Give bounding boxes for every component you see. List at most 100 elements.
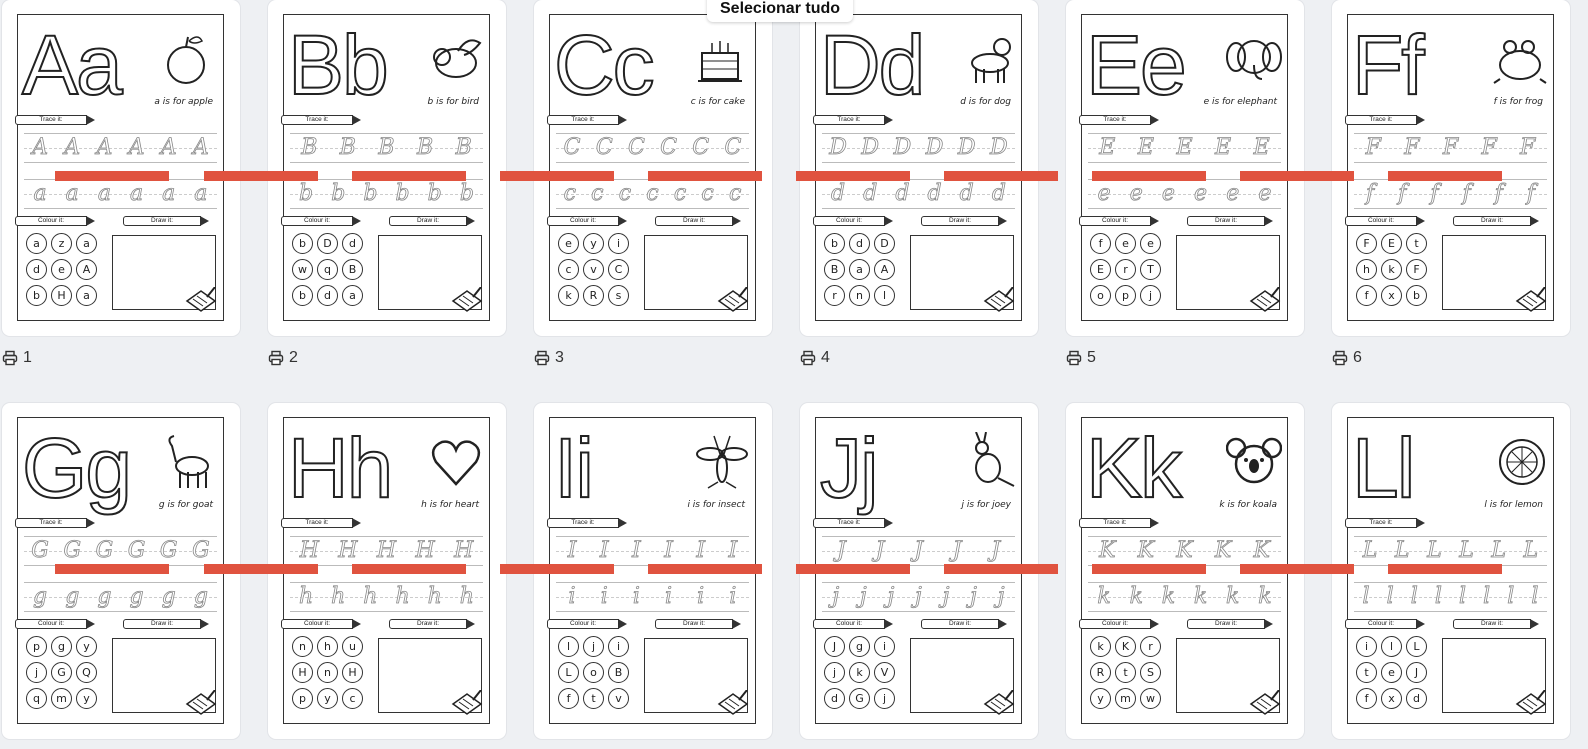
- red-bar: [1240, 171, 1354, 181]
- trace-letter: k: [1226, 584, 1240, 610]
- letter-circle: d: [1406, 688, 1427, 709]
- colour-pencil: Colour it:: [15, 216, 95, 226]
- print-icon: [800, 350, 816, 366]
- letter-circle: o: [583, 662, 604, 683]
- letter-circle: f: [1356, 285, 1377, 306]
- picture-caption: a is for apple: [154, 97, 213, 107]
- trace-letter: A: [160, 135, 177, 161]
- trace-letter: d: [991, 181, 1006, 207]
- colour-pencil-label: Colour it:: [303, 217, 330, 224]
- page-number[interactable]: 5: [1066, 348, 1096, 368]
- page-number[interactable]: 4: [800, 348, 830, 368]
- letter-circle: D: [317, 233, 338, 254]
- dog-picture: [960, 29, 1016, 87]
- letter-circle: q: [26, 688, 47, 709]
- trace-letter: K: [1137, 538, 1155, 564]
- trace-letter: c: [618, 181, 632, 207]
- trace-letter: C: [724, 135, 742, 161]
- page-number[interactable]: 3: [534, 348, 564, 368]
- letter-circle: p: [1115, 285, 1136, 306]
- trace-letter: l: [1434, 584, 1443, 610]
- letter-circle: y: [317, 688, 338, 709]
- trace-pencil-label: Trace it:: [837, 519, 861, 526]
- page-number[interactable]: 2: [268, 348, 298, 368]
- trace-letter: D: [861, 135, 880, 161]
- trace-letter: E: [1215, 135, 1232, 161]
- trace-letter: l: [1386, 584, 1394, 610]
- letter-circle: g: [51, 636, 72, 657]
- trace-pencil-label: Trace it:: [1369, 519, 1393, 526]
- red-bar: [944, 564, 1058, 574]
- letter-pair: Gg: [21, 421, 133, 515]
- letter-circle: p: [26, 636, 47, 657]
- trace-letter: h: [459, 584, 474, 610]
- trace-pencil-label: Trace it:: [1103, 519, 1127, 526]
- trace-letter: g: [33, 584, 48, 610]
- letter-pair: Kk: [1085, 421, 1183, 515]
- draw-pencil-label: Draw it:: [150, 620, 174, 627]
- trace-letter: B: [301, 135, 318, 161]
- letter-circle: a: [849, 259, 870, 280]
- trace-letter: A: [32, 135, 49, 161]
- red-bar: [1240, 564, 1354, 574]
- trace-letter: L: [1491, 538, 1506, 564]
- letter-circle: u: [342, 636, 363, 657]
- trace-letter: e: [1129, 181, 1143, 207]
- draw-box: [1442, 235, 1547, 312]
- colour-pencil: Colour it:: [1345, 619, 1425, 629]
- colour-pencil-label: Colour it:: [835, 217, 862, 224]
- select-all-tooltip[interactable]: Selecionar tudo: [707, 0, 854, 22]
- letter-circle: o: [1090, 285, 1111, 306]
- draw-pencil: Draw it:: [389, 216, 475, 226]
- page-number[interactable]: 1: [2, 348, 32, 368]
- notepad-icon: [717, 689, 749, 716]
- draw-pencil: Draw it:: [921, 216, 1007, 226]
- trace-letter: e: [1161, 181, 1175, 207]
- trace-letter: i: [600, 584, 608, 610]
- page-number[interactable]: 6: [1332, 348, 1362, 368]
- letter-circle: t: [1406, 233, 1427, 254]
- letter-circle: R: [1090, 662, 1111, 683]
- colour-pencil: Colour it:: [547, 619, 627, 629]
- trace-letter: i: [632, 584, 640, 610]
- print-icon: [534, 350, 550, 366]
- bird-picture: [428, 29, 484, 87]
- trace-letter: J: [952, 538, 962, 564]
- draw-pencil: Draw it:: [655, 619, 741, 629]
- frog-picture: [1492, 29, 1548, 87]
- trace-pencil-label: Trace it:: [39, 519, 63, 526]
- letter-circle: D: [874, 233, 895, 254]
- letter-circle: L: [558, 662, 579, 683]
- letter-circle: e: [51, 259, 72, 280]
- letter-circle: e: [1381, 662, 1402, 683]
- letter-pair: Cc: [553, 18, 656, 112]
- trace-pencil-label: Trace it:: [1369, 116, 1393, 123]
- letter-circle: a: [342, 285, 363, 306]
- trace-letter: L: [1362, 538, 1378, 564]
- trace-letter: F: [1404, 135, 1420, 161]
- draw-box: [1442, 638, 1547, 715]
- letter-circle: T: [1140, 259, 1161, 280]
- trace-letter: d: [959, 181, 974, 207]
- page-number-label: 6: [1353, 349, 1362, 366]
- trace-letter: b: [299, 181, 314, 207]
- letter-circle: y: [76, 636, 97, 657]
